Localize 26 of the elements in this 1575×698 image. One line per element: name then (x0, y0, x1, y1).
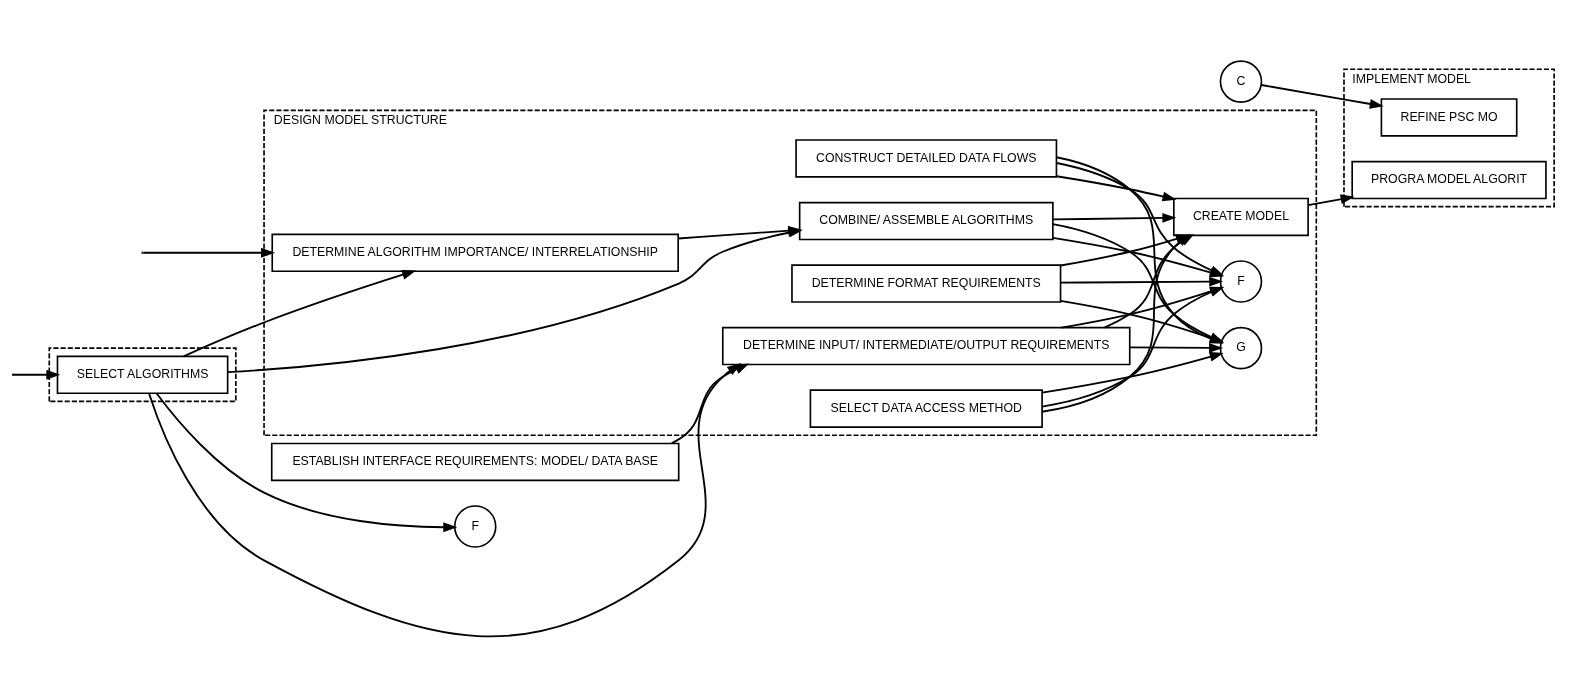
node-circle: F (1219, 260, 1263, 303)
arrow (1052, 213, 1177, 223)
node-box: PROGRA MODEL ALGORIT (1351, 160, 1547, 200)
node-box: ESTABLISH INTERFACE REQUIREMENTS: MODEL/ DATA BASE (270, 442, 680, 482)
arrow (155, 392, 458, 533)
arrow (142, 247, 275, 258)
arrow (12, 369, 61, 380)
arrow (182, 270, 417, 358)
node-box: CREATE MODEL (1173, 197, 1309, 237)
node-circle: F (453, 505, 497, 548)
arrow (1059, 276, 1224, 287)
node-box: DETERMINE FORMAT REQUIREMENTS (791, 264, 1062, 303)
node-box: SELECT ALGORITHMS (56, 355, 229, 395)
node-box: COMBINE/ ASSEMBLE ALGORITHMS (798, 201, 1054, 241)
node-box: DETERMINE INPUT/ INTERMEDIATE/OUTPUT REQUIREMENTS (721, 326, 1131, 366)
arrow (1260, 84, 1384, 109)
node-box: SELECT DATA ACCESS METHOD (809, 389, 1043, 428)
node-box: REFINE PSC MO (1380, 98, 1518, 137)
arrow (1129, 343, 1224, 353)
node-box: CONSTRUCT DETAILED DATA FLOWS (795, 139, 1058, 178)
arrow (1055, 175, 1177, 202)
node-box: DETERMINE ALGORITHM IMPORTANCE/ INTERRELATIONSHIP (271, 233, 679, 273)
node-circle: C (1219, 60, 1263, 103)
arrow (1041, 352, 1224, 394)
arrow (1307, 194, 1355, 206)
node-circle: G (1219, 326, 1263, 370)
